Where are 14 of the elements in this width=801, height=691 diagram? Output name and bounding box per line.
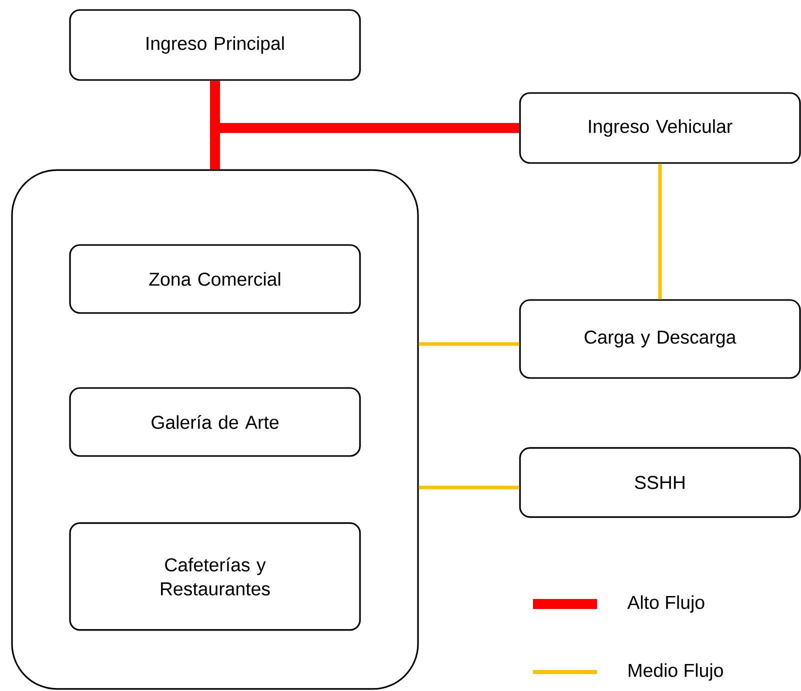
- legend-label: Medio Flujo: [628, 663, 723, 681]
- process-box: Ingreso Principal: [69, 9, 361, 81]
- process-box: Galería de Arte: [69, 387, 361, 457]
- group-box: [11, 169, 419, 690]
- connector-line: [210, 123, 520, 170]
- process-box: SSHH: [519, 447, 801, 518]
- process-box: Cafeterías y Restaurantes: [69, 522, 361, 631]
- legend-label: Alto Flujo: [627, 595, 704, 613]
- process-box: Ingreso Vehicular: [519, 92, 801, 164]
- connector-line: [658, 164, 662, 300]
- connector-line: [418, 486, 520, 490]
- connector-line: [418, 342, 520, 346]
- process-box: Carga y Descarga: [519, 299, 801, 379]
- process-box: Zona Comercial: [69, 244, 361, 314]
